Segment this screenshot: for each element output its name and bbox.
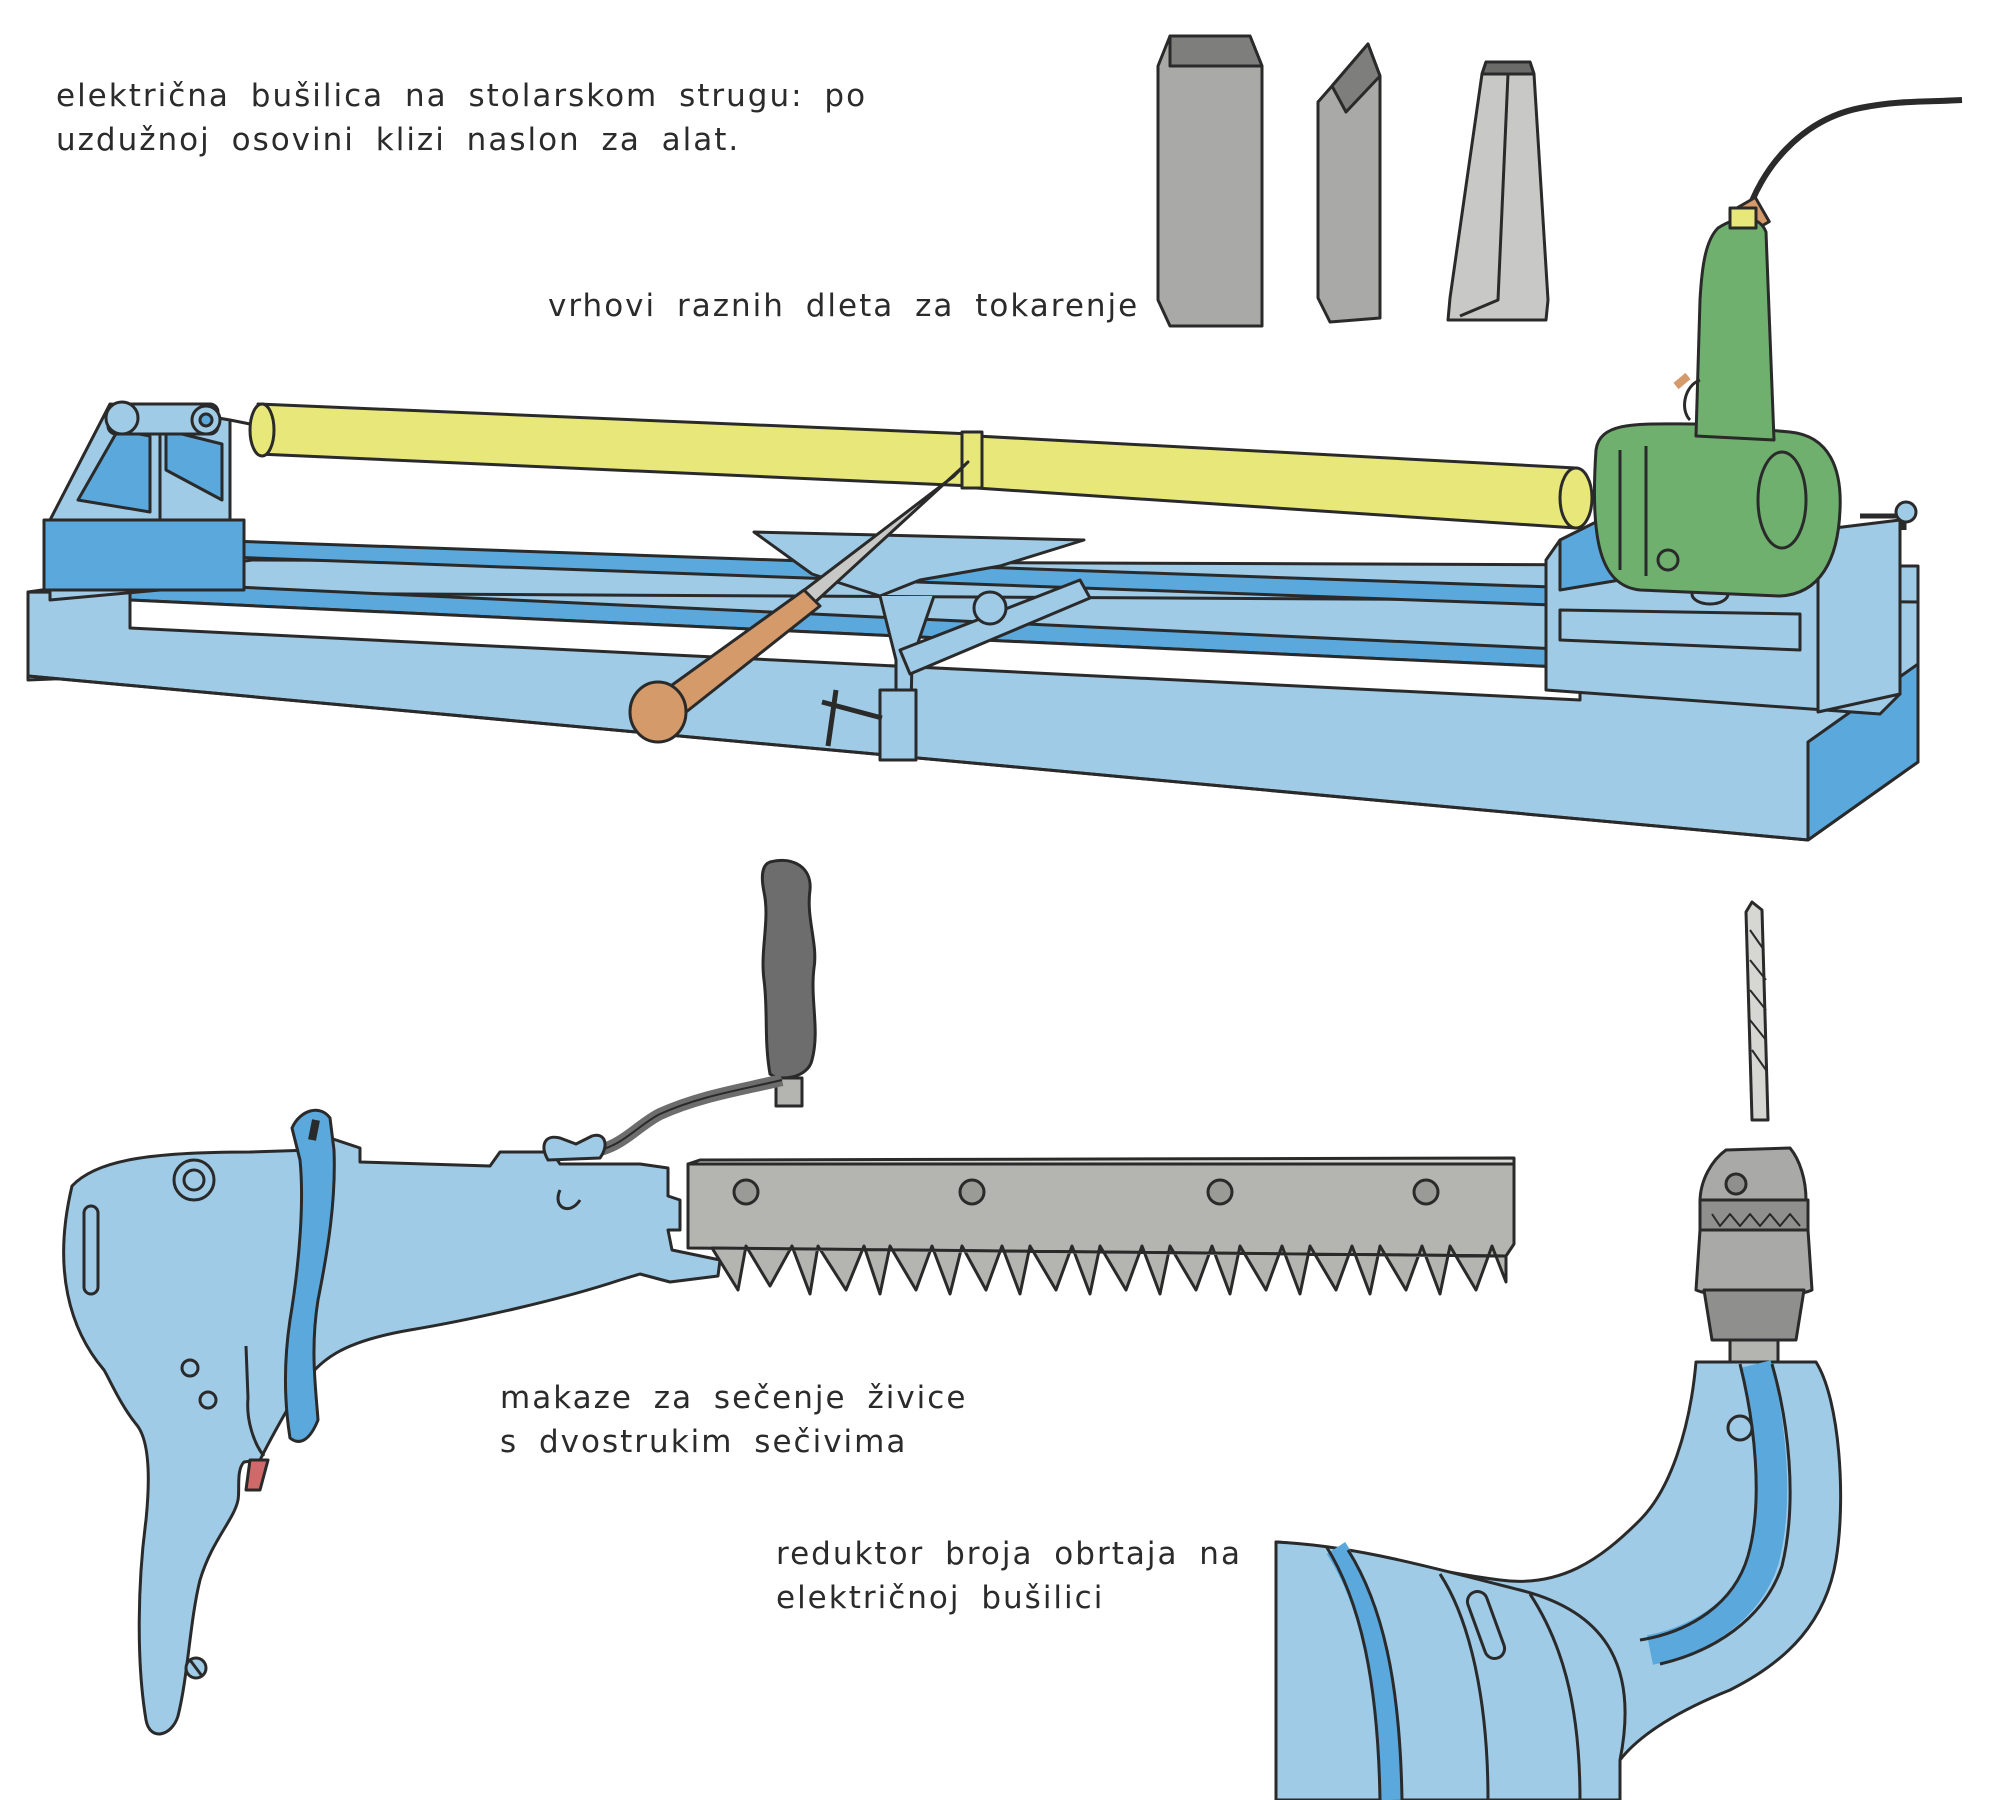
caption-hedge-line1: makaze za sečenje živice: [500, 1380, 968, 1416]
chisel-gouge-icon: [1446, 60, 1550, 322]
blade-rivets: [732, 1178, 1440, 1206]
drill-chuck: [1694, 1146, 1814, 1364]
caption-lathe: električna bušilica na stolarskom strugu…: [56, 74, 867, 162]
speed-reducer: [1274, 900, 1843, 1800]
workpiece: [248, 402, 1594, 530]
trimmer-side-handle: [598, 859, 817, 1156]
caption-hedge-line2: s dvostrukim sečivima: [500, 1424, 908, 1460]
blade-teeth: [710, 1244, 1508, 1296]
caption-chisels-line1: vrhovi raznih dleta za tokarenje: [548, 288, 1140, 324]
wood-lathe: [26, 97, 1963, 842]
drill-bit: [1744, 900, 1770, 1122]
caption-reducer-line1: reduktor broja obrtaja na: [776, 1536, 1242, 1572]
caption-lathe-line1: električna bušilica na stolarskom strugu…: [56, 78, 868, 114]
caption-chisels: vrhovi raznih dleta za tokarenje: [548, 284, 1139, 328]
chisel-square-icon: [1156, 34, 1264, 328]
hedge-trimmer: [62, 859, 1516, 1736]
caption-lathe-line2: uzdužnoj osovini klizi naslon za alat.: [56, 122, 741, 158]
turning-chisel: [628, 460, 970, 744]
caption-reducer: reduktor broja obrtaja na električnoj bu…: [776, 1532, 1242, 1620]
chisel-tips: [1156, 34, 1550, 328]
wing-nut-icon: [542, 1133, 607, 1162]
tool-rest-clamp-icon: [821, 689, 883, 747]
caption-reducer-line2: električnoj bušilici: [776, 1580, 1105, 1616]
chisel-skew-icon: [1316, 42, 1382, 324]
power-cord: [1743, 97, 1963, 219]
caption-hedge: makaze za sečenje živice s dvostrukim se…: [500, 1376, 967, 1464]
trimmer-body: [62, 1136, 722, 1736]
electric-drill-green: [1592, 206, 1842, 598]
tailstock: [42, 400, 251, 602]
trimmer-blade: [686, 1156, 1516, 1296]
